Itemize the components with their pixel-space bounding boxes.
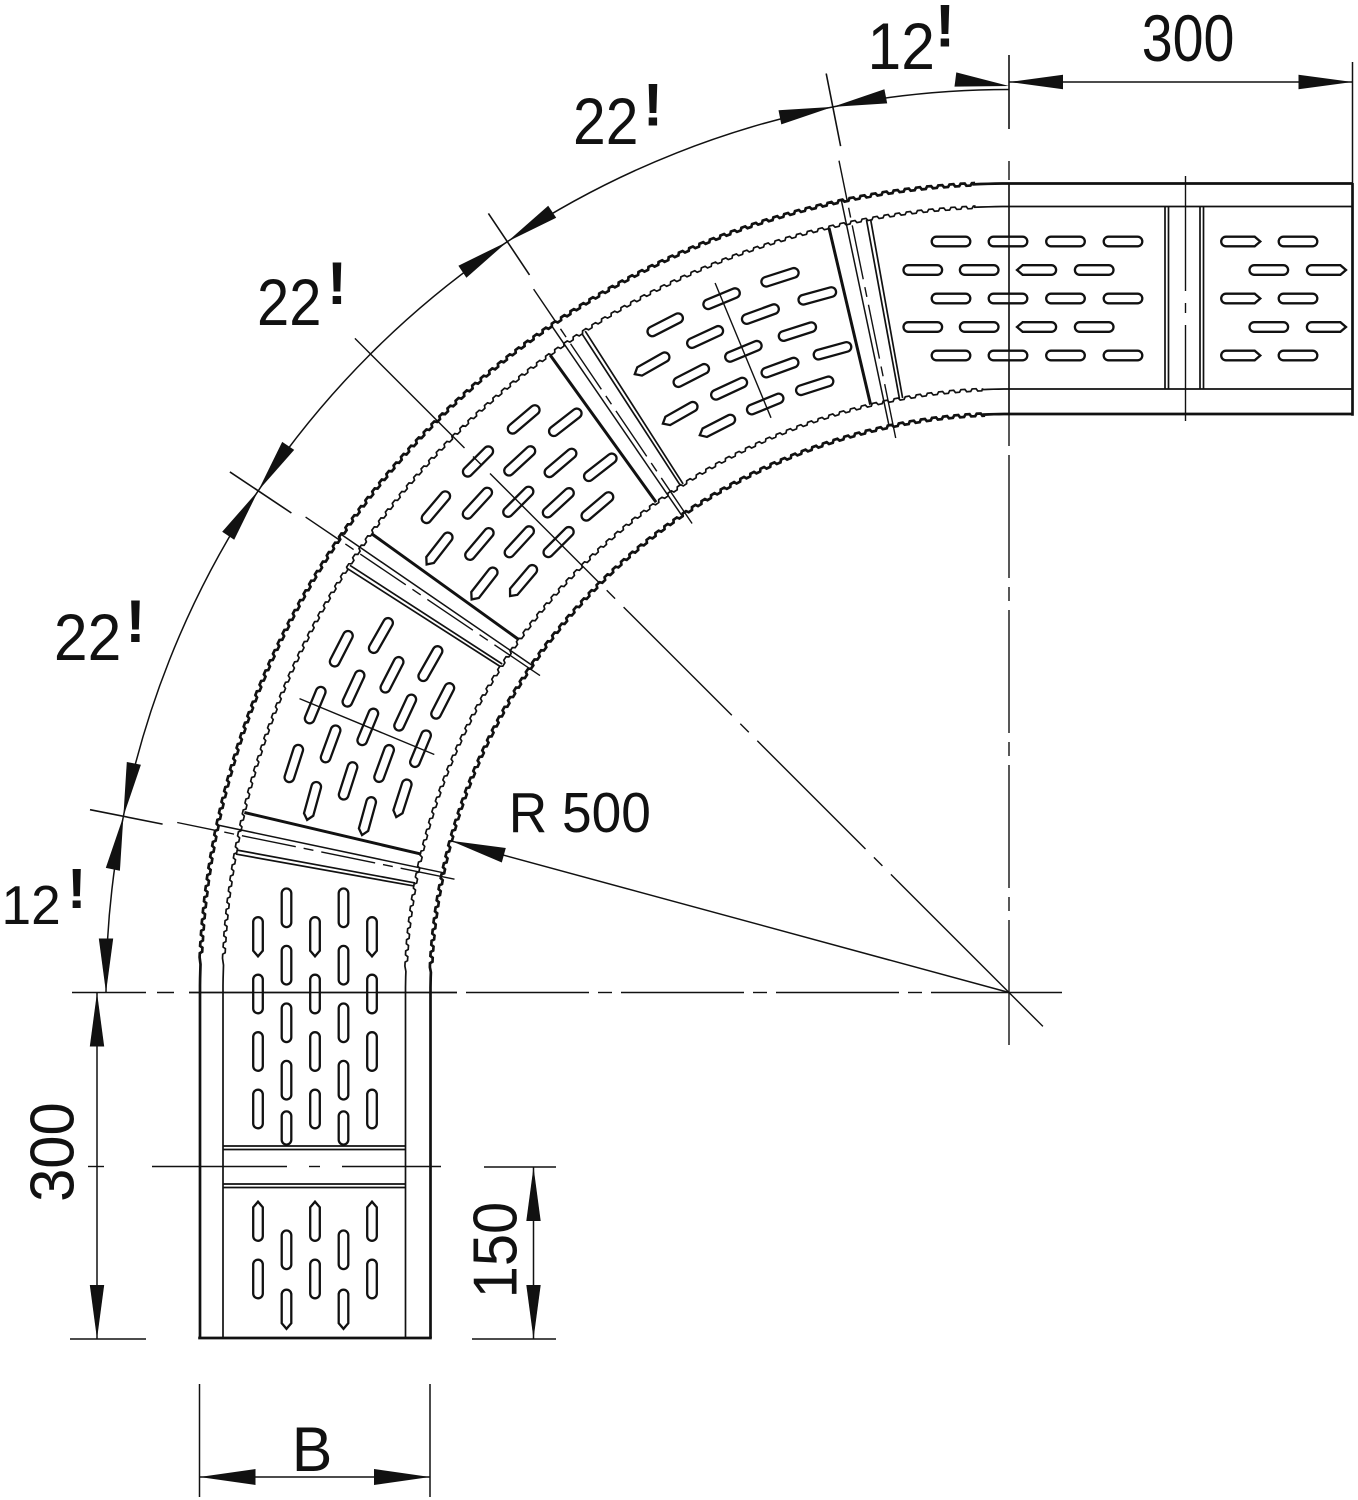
svg-text:!: ! <box>327 250 347 317</box>
svg-text:300: 300 <box>1142 1 1235 75</box>
svg-text:!: ! <box>126 588 146 655</box>
svg-text:B: B <box>292 1415 333 1485</box>
svg-text:22: 22 <box>257 265 321 339</box>
svg-text:R 500: R 500 <box>509 781 651 845</box>
svg-text:12: 12 <box>2 874 61 936</box>
svg-text:150: 150 <box>462 1202 531 1298</box>
svg-text:22: 22 <box>54 600 121 674</box>
svg-text:300: 300 <box>18 1102 87 1202</box>
svg-text:!: ! <box>643 72 663 139</box>
svg-text:!: ! <box>67 857 86 921</box>
svg-text:22: 22 <box>573 84 638 158</box>
svg-text:!: ! <box>935 0 955 60</box>
svg-text:12: 12 <box>868 9 935 83</box>
